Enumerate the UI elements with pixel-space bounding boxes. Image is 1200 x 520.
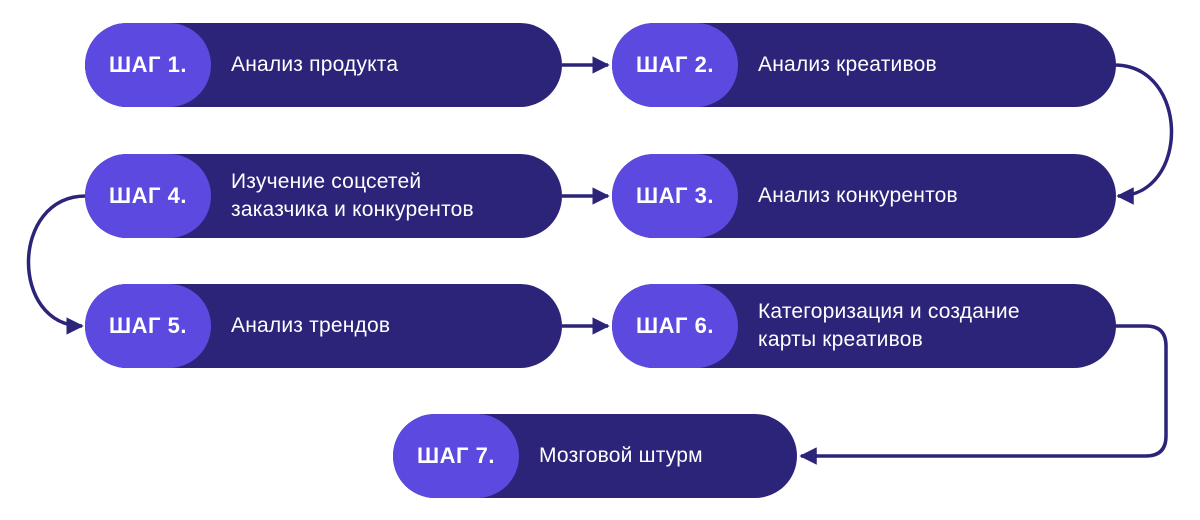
step-5-badge: ШАГ 5. (85, 284, 211, 368)
step-3-badge: ШАГ 3. (612, 154, 738, 238)
step-7-pill: ШАГ 7. Мозговой штурм (393, 414, 797, 498)
step-2-pill: ШАГ 2. Анализ креативов (612, 23, 1116, 107)
step-6-pill: ШАГ 6. Категоризация и создание карты кр… (612, 284, 1116, 368)
step-7-badge: ШАГ 7. (393, 414, 519, 498)
step-7-label: Мозговой штурм (539, 444, 703, 467)
step-4-label: Изучение соцсетей заказчика и конкуренто… (231, 170, 474, 221)
step-3-pill: ШАГ 3. Анализ конкурентов (612, 154, 1116, 238)
step-4-badge: ШАГ 4. (85, 154, 211, 238)
step-1-label: Анализ продукта (231, 53, 399, 76)
arrow-step6-to-step7 (799, 324, 1168, 465)
step-5-pill: ШАГ 5. Анализ трендов (85, 284, 562, 368)
arrow-step4-to-step5 (26, 194, 87, 335)
step-5-label: Анализ трендов (231, 314, 391, 337)
step-6-badge: ШАГ 6. (612, 284, 738, 368)
step-3-label: Анализ конкурентов (758, 184, 958, 207)
step-2-badge: ШАГ 2. (612, 23, 738, 107)
step-1-pill: ШАГ 1. Анализ продукта (85, 23, 562, 107)
step-4-pill: ШАГ 4. Изучение соцсетей заказчика и кон… (85, 154, 562, 238)
step-6-label: Категоризация и создание карты креативов (758, 300, 1020, 351)
step-2-label: Анализ креативов (758, 53, 937, 76)
arrow-step2-to-step3 (1113, 63, 1174, 205)
step-1-badge: ШАГ 1. (85, 23, 211, 107)
